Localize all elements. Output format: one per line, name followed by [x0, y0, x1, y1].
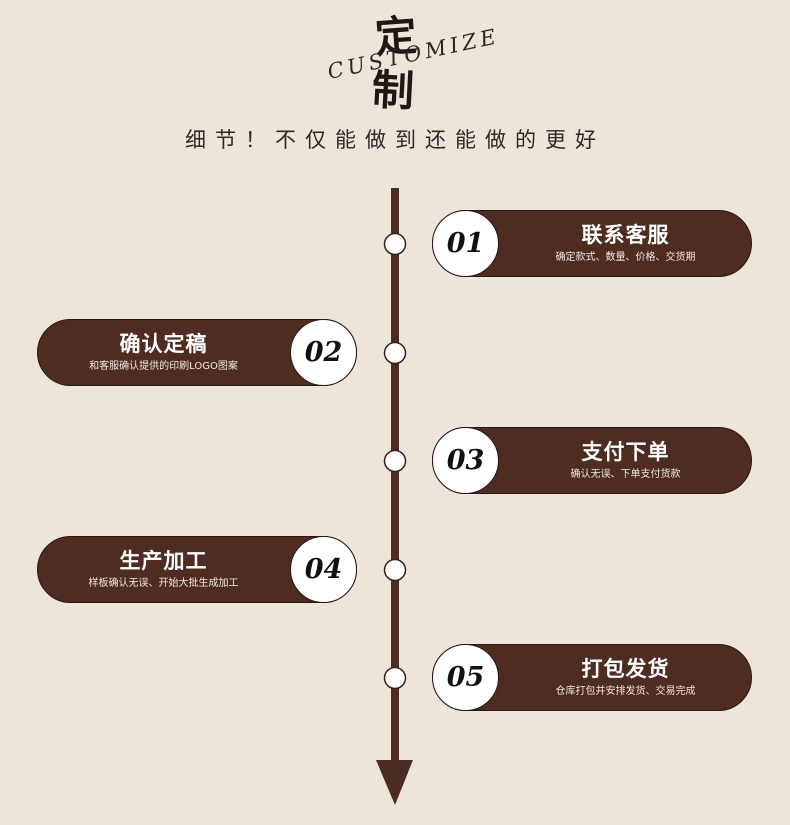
step-card-05: 05 打包发货 仓库打包并安排发货、交易完成: [432, 644, 752, 711]
timeline-node-05: [383, 666, 407, 690]
step-desc-03: 确认无误、下单支付货款: [570, 468, 681, 480]
step-desc-04: 样板确认无误、开始大批生成加工: [88, 577, 239, 589]
step-desc-02: 和客服确认提供的印刷LOGO图案: [89, 360, 238, 372]
step-number-05: 05: [432, 644, 499, 711]
step-number-04: 04: [290, 536, 357, 603]
timeline-node-02: [383, 341, 407, 365]
step-card-02: 02 确认定稿 和客服确认提供的印刷LOGO图案: [37, 319, 357, 386]
step-card-04: 04 生产加工 样板确认无误、开始大批生成加工: [37, 536, 357, 603]
arrow-down-icon: [376, 760, 413, 805]
step-desc-05: 仓库打包并安排发货、交易完成: [555, 685, 696, 697]
step-title-01: 联系客服: [581, 222, 670, 247]
timeline-node-04: [383, 558, 407, 582]
page-subtitle: 细节！不仅能做到还能做的更好: [185, 128, 605, 152]
step-number-01: 01: [432, 210, 499, 277]
step-card-03: 03 支付下单 确认无误、下单支付货款: [432, 427, 752, 494]
step-title-05: 打包发货: [581, 656, 670, 681]
step-number-02: 02: [290, 319, 357, 386]
step-title-04: 生产加工: [119, 548, 208, 573]
step-title-02: 确认定稿: [119, 331, 208, 356]
timeline-line: [391, 188, 399, 778]
timeline-node-01: [383, 232, 407, 256]
step-desc-01: 确定款式、数量、价格、交货期: [555, 251, 696, 263]
step-number-03: 03: [432, 427, 499, 494]
step-title-03: 支付下单: [581, 439, 670, 464]
timeline-node-03: [383, 449, 407, 473]
step-card-01: 01 联系客服 确定款式、数量、价格、交货期: [432, 210, 752, 277]
